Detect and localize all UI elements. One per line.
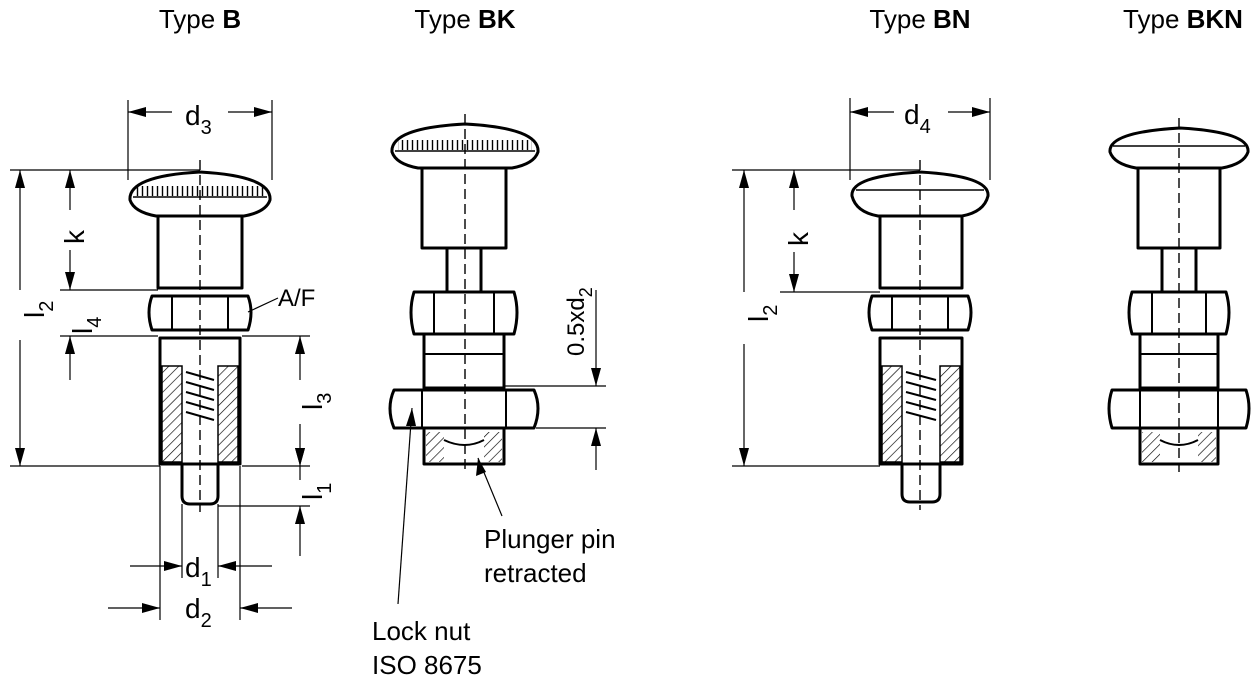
callout-locknut-line2: ISO 8675 bbox=[372, 650, 482, 680]
label-k: k bbox=[59, 229, 90, 244]
label-d3: d3 bbox=[185, 100, 212, 139]
title-type-bkn: Type BKN bbox=[1123, 4, 1243, 34]
label-d2: d2 bbox=[185, 593, 212, 632]
label-k-bn: k bbox=[783, 231, 814, 246]
label-l4: l4 bbox=[67, 317, 106, 334]
type-bn-plunger-pin bbox=[900, 462, 942, 504]
label-af: A/F bbox=[278, 285, 315, 312]
type-bkn-drawing bbox=[1107, 118, 1251, 472]
type-bk-body bbox=[422, 332, 506, 390]
label-half-d2: 0.5xd2 bbox=[563, 287, 596, 356]
type-bk-shank bbox=[420, 166, 508, 250]
callout-plunger-line1: Plunger pin bbox=[484, 524, 616, 554]
type-bk-lock-nut bbox=[388, 388, 540, 430]
type-bn-spring bbox=[905, 371, 937, 421]
label-l2-bn: l2 bbox=[743, 305, 782, 322]
type-bn-dimensions: d4 l2 k bbox=[732, 98, 991, 467]
label-l1: l1 bbox=[297, 483, 336, 500]
type-bk-drawing bbox=[388, 114, 540, 472]
label-d1: d1 bbox=[185, 552, 212, 591]
label-d4: d4 bbox=[904, 99, 931, 138]
title-type-bk: Type BK bbox=[414, 4, 515, 34]
label-l3: l3 bbox=[297, 393, 336, 410]
type-bk-dimensions: 0.5xd2 Plunger pin retracted Lock nut IS… bbox=[372, 287, 616, 680]
title-type-b: Type B bbox=[159, 4, 241, 34]
type-b-drawing bbox=[128, 160, 272, 512]
callout-locknut-line1: Lock nut bbox=[372, 616, 471, 646]
callout-plunger-line2: retracted bbox=[484, 558, 587, 588]
type-bn-drawing bbox=[850, 160, 990, 510]
type-bk-hex-nut bbox=[409, 290, 519, 336]
label-l2: l2 bbox=[19, 301, 58, 318]
type-bn-shank bbox=[878, 214, 964, 290]
type-bk-pin bbox=[445, 246, 483, 294]
title-type-bn: Type BN bbox=[869, 4, 970, 34]
type-b-dimensions: d3 l2 k l4 A/F l3 bbox=[10, 100, 336, 632]
